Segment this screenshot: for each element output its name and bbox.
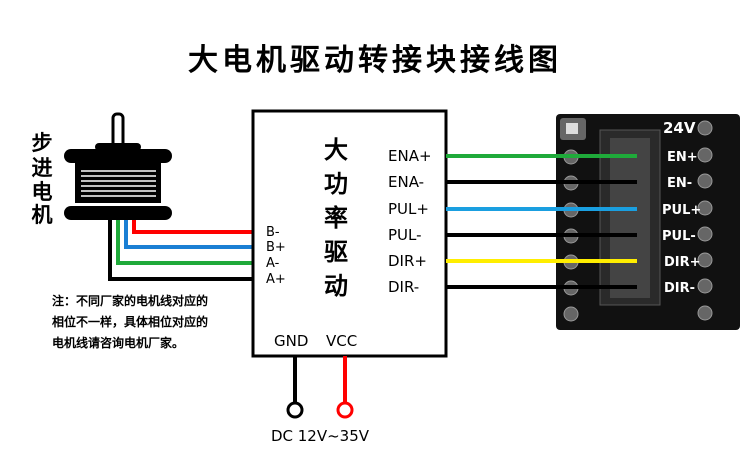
wire-blue [124, 220, 252, 249]
svg-text:EN-: EN- [667, 176, 692, 191]
stepper-motor [64, 112, 172, 220]
svg-text:注：不同厂家的电机线对应的: 注：不同厂家的电机线对应的 [52, 293, 208, 308]
svg-text:DIR-: DIR- [664, 281, 695, 296]
gnd-terminal [286, 401, 304, 419]
wire-black [108, 220, 252, 281]
power-note: DC 12V~35V [271, 427, 370, 445]
svg-text:DIR-: DIR- [388, 278, 419, 296]
phase-note: 注：不同厂家的电机线对应的 相位不一样，具体相位对应的 电机线请咨询电机厂家。 [52, 293, 208, 350]
motor-label: 步 进 电 机 [32, 131, 53, 227]
svg-text:大: 大 [324, 136, 348, 164]
svg-text:功: 功 [324, 170, 348, 198]
svg-text:进: 进 [32, 156, 53, 180]
motor-terminal-labels: B- B+ A- A+ [266, 225, 286, 287]
wire-green [116, 220, 252, 265]
vcc-terminal [336, 401, 354, 419]
svg-text:ENA-: ENA- [388, 173, 424, 191]
svg-text:DIR+: DIR+ [388, 252, 427, 270]
svg-text:PUL+: PUL+ [662, 203, 701, 218]
svg-text:驱: 驱 [324, 238, 348, 266]
svg-text:机: 机 [32, 203, 53, 227]
driver-box [251, 109, 448, 358]
svg-text:B-: B- [266, 225, 280, 240]
svg-text:电: 电 [32, 180, 53, 204]
svg-text:相位不一样，具体相位对应的: 相位不一样，具体相位对应的 [52, 314, 208, 329]
svg-text:PUL-: PUL- [388, 226, 422, 244]
module-voltage: 24V [663, 119, 696, 137]
svg-text:DIR+: DIR+ [664, 255, 701, 270]
svg-text:ENA+: ENA+ [388, 147, 432, 165]
gnd-label: GND [274, 332, 308, 350]
svg-text:A-: A- [266, 256, 280, 271]
adapter-module: 24V EN+ EN- PUL+ PUL- DIR+ DIR- [556, 114, 740, 330]
svg-text:PUL+: PUL+ [388, 200, 429, 218]
svg-text:动: 动 [324, 272, 348, 300]
svg-text:B+: B+ [266, 240, 286, 255]
driver-output-labels: ENA+ ENA- PUL+ PUL- DIR+ DIR- [388, 147, 432, 296]
wire-red [132, 220, 252, 234]
svg-text:A+: A+ [266, 272, 286, 287]
driver-label: 大 功 率 驱 动 [324, 136, 348, 300]
svg-text:步: 步 [32, 131, 53, 155]
svg-text:PUL-: PUL- [662, 229, 696, 244]
svg-text:率: 率 [324, 204, 348, 232]
svg-text:电机线请咨询电机厂家。: 电机线请咨询电机厂家。 [52, 335, 184, 350]
vcc-label: VCC [326, 332, 357, 350]
svg-text:EN+: EN+ [667, 150, 698, 165]
diagram-title: 大电机驱动转接块接线图 [188, 43, 562, 78]
